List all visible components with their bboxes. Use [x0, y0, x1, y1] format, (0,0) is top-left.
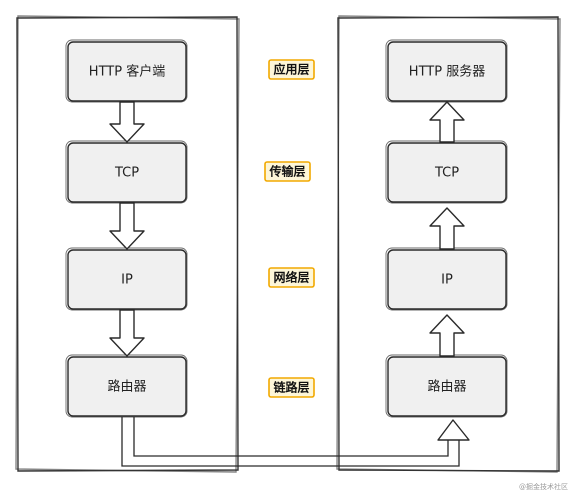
server-box-tcp-label: TCP: [434, 166, 459, 181]
layer-tag-application-label: 应用层: [273, 62, 309, 77]
server-box-ip: IP: [385, 247, 508, 311]
layer-tag-transport-label: 传输层: [268, 164, 305, 179]
server-box-ip-label: IP: [441, 273, 453, 288]
client-arrow-down-2: [109, 202, 145, 250]
server-arrow-up-2: [429, 207, 465, 250]
client-box-tcp: TCP: [65, 140, 188, 204]
client-box-ip: IP: [65, 247, 188, 311]
client-box-router: 路由器: [65, 354, 188, 418]
layer-tag-link: 链路层: [268, 377, 315, 398]
server-frame: [336, 15, 561, 473]
client-box-tcp-label: TCP: [114, 166, 139, 181]
server-arrow-up-1: [429, 101, 465, 143]
layer-tag-link-label: 链路层: [273, 380, 309, 395]
client-frame: [15, 15, 240, 473]
server-box-router-label: 路由器: [427, 379, 466, 395]
client-box-http: HTTP 客户端: [65, 39, 188, 103]
server-box-http: HTTP 服务器: [385, 39, 508, 103]
layer-tag-transport: 传输层: [264, 161, 311, 182]
router-link-connector: [121, 417, 470, 467]
client-arrow-down-1: [109, 101, 145, 143]
client-arrow-down-3: [109, 309, 145, 357]
watermark-text: @掘金技术社区: [519, 482, 568, 491]
client-box-router-label: 路由器: [107, 379, 146, 395]
client-box-ip-label: IP: [121, 273, 133, 288]
client-box-http-label: HTTP 客户端: [89, 64, 165, 80]
layer-tag-network-label: 网络层: [273, 270, 309, 285]
layer-tag-application: 应用层: [268, 59, 315, 80]
server-box-http-label: HTTP 服务器: [409, 64, 485, 80]
server-box-tcp: TCP: [385, 140, 508, 204]
server-arrow-up-3: [429, 314, 465, 357]
server-box-router: 路由器: [385, 354, 508, 418]
layer-tag-network: 网络层: [268, 267, 315, 288]
